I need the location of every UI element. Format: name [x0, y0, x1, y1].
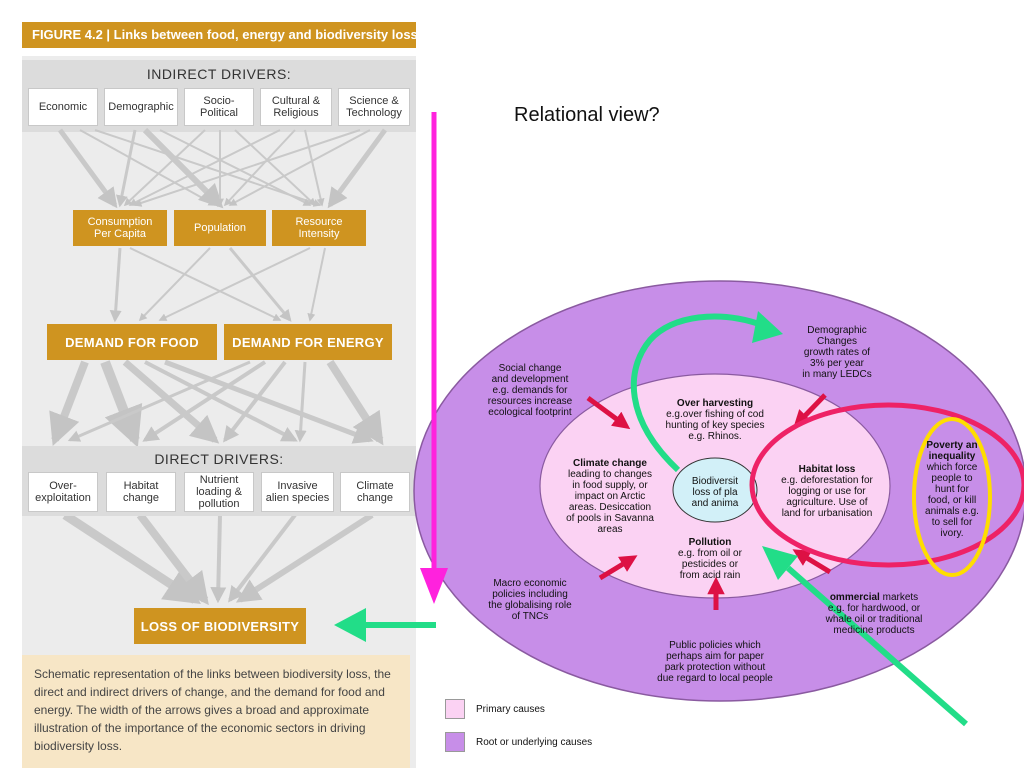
direct-drivers-header: DIRECT DRIVERS: [154, 451, 284, 467]
figure-caption: Schematic representation of the links be… [22, 655, 410, 768]
yellow-highlight-ring [912, 417, 992, 577]
direct-driver-overexploitation: Over-exploitation [28, 472, 98, 512]
legend-root-swatch [445, 732, 465, 752]
center-ellipse [672, 457, 758, 523]
figure-arrows [49, 127, 388, 606]
green-curved-arrow [630, 313, 764, 473]
legend-primary-label: Primary causes [476, 704, 545, 715]
legend-root-label: Root or underlying causes [476, 737, 593, 748]
indirect-driver-economic: Economic [28, 88, 98, 126]
green-diagonal-arrow [786, 565, 968, 727]
red-arrows [586, 393, 832, 610]
figure-title: FIGURE 4.2 | Links between food, energy … [22, 22, 416, 48]
indirect-driver-cultural-religious: Cultural &Religious [260, 88, 332, 126]
red-highlight-ring [749, 402, 1024, 568]
mid-driver-population: Population [174, 210, 266, 246]
loss-of-biodiversity: LOSS OF BIODIVERSITY [134, 608, 306, 644]
indirect-driver-socio-political: Socio-Political [184, 88, 254, 126]
legend-primary-swatch [445, 699, 465, 719]
relational-view-question: Relational view? [514, 104, 660, 126]
indirect-drivers-header: INDIRECT DRIVERS: [146, 66, 292, 82]
indirect-driver-science-technology: Science &Technology [338, 88, 410, 126]
indirect-driver-demographic: Demographic [104, 88, 178, 126]
demand-for-food: DEMAND FOR FOOD [47, 324, 217, 360]
demand-for-energy: DEMAND FOR ENERGY [224, 324, 392, 360]
